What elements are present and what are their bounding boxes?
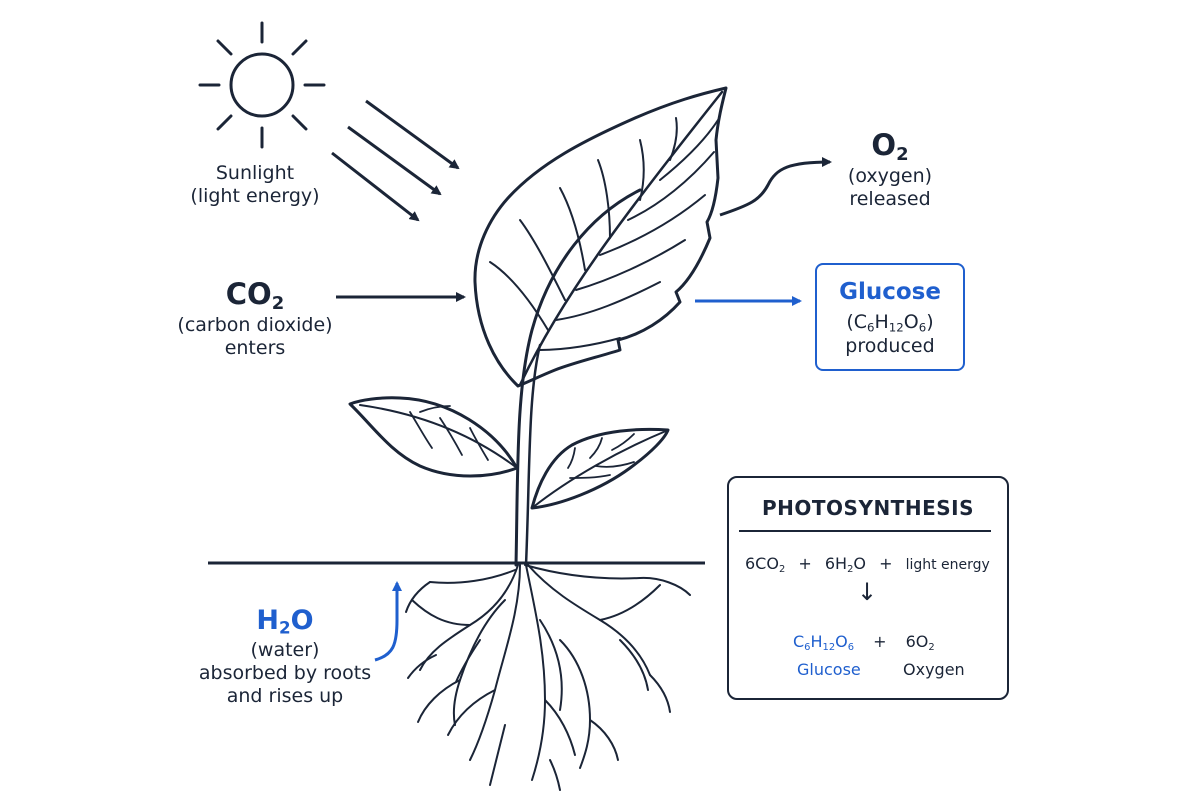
oxygen-label: O2 (oxygen) released: [820, 128, 960, 210]
oxygen-arrow: [719, 157, 832, 217]
water-arrow: [374, 581, 402, 662]
water-formula: H2O: [256, 605, 314, 638]
plant-illustration: [348, 86, 728, 791]
co2-formula: CO2: [225, 277, 285, 315]
reactant-co2: 6CO2: [745, 554, 786, 575]
equation-divider: [739, 530, 991, 532]
co2-desc: enters: [224, 336, 286, 359]
water-label: H2O (water) absorbed by roots and rises …: [195, 605, 375, 708]
oxygen-formula: O2: [871, 128, 909, 166]
sunlight-label: Sunlight (light energy): [180, 162, 330, 208]
water-desc-1: absorbed by roots: [198, 662, 372, 685]
sunlight-desc: (light energy): [190, 184, 320, 207]
co2-label: CO2 (carbon dioxide) enters: [175, 277, 335, 359]
oxygen-name: (oxygen): [847, 164, 933, 187]
equation-box: PHOTOSYNTHESIS 6CO2 + 6H2O + light energ…: [727, 476, 1009, 700]
co2-name: (carbon dioxide): [177, 313, 333, 336]
product-glucose-label: Glucose: [797, 660, 861, 679]
equation-title: PHOTOSYNTHESIS: [762, 496, 974, 520]
product-oxygen-label: Oxygen: [903, 660, 965, 679]
oxygen-desc: released: [849, 187, 931, 210]
product-glucose-formula: C6H12O6: [793, 632, 855, 653]
glucose-formula: (C6H12O6): [846, 310, 934, 334]
sun-icon: [198, 21, 326, 149]
reactant-h2o: 6H2O: [824, 554, 866, 575]
sunlight-arrows: [331, 99, 460, 222]
product-oxygen-formula: 6O2: [905, 632, 935, 653]
equation-products: C6H12O6 + 6O2: [793, 632, 935, 653]
sunlight-title: Sunlight: [215, 162, 295, 184]
equation-arrow: ↓: [857, 578, 878, 606]
glucose-title: Glucose: [839, 279, 941, 305]
reactant-light-energy: light energy: [905, 557, 990, 573]
glucose-desc: produced: [845, 335, 935, 358]
equation-reactants: 6CO2 + 6H2O + light energy: [745, 554, 990, 575]
water-desc-2: and rises up: [226, 684, 344, 707]
water-name: (water): [250, 639, 320, 662]
glucose-box: Glucose (C6H12O6) produced: [815, 263, 965, 371]
